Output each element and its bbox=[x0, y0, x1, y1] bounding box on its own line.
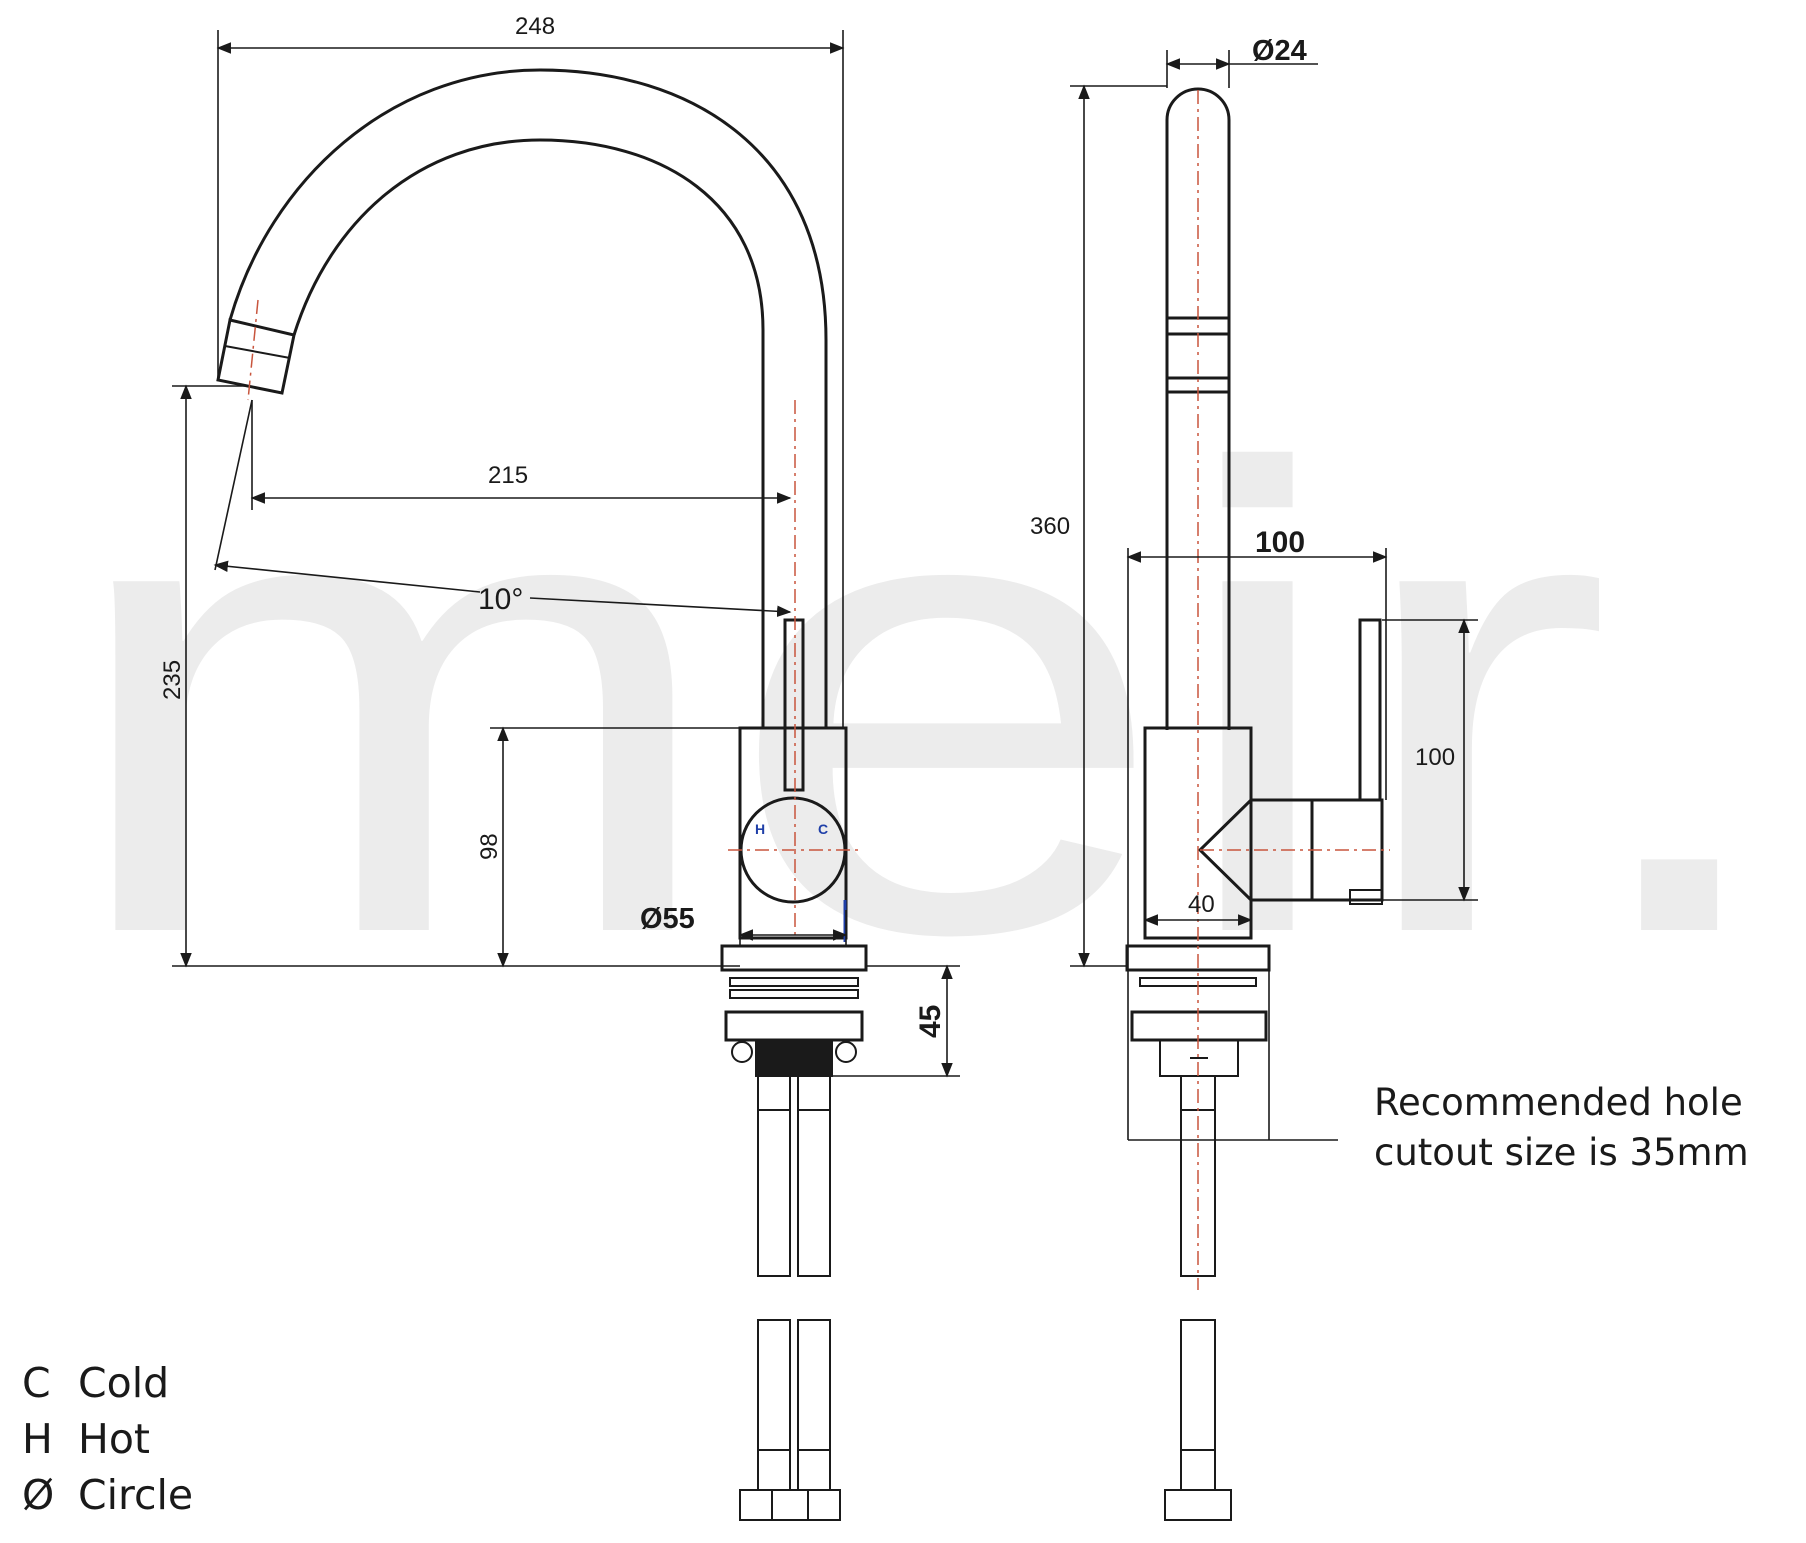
legend-key: H bbox=[22, 1415, 53, 1463]
dim-24: Ø24 bbox=[1252, 35, 1307, 67]
dim-100-projection: 100 bbox=[1255, 526, 1305, 559]
dim-248: 248 bbox=[515, 13, 555, 40]
legend: C Cold H Hot Ø Circle bbox=[22, 1355, 193, 1523]
handle-mark-hot: H bbox=[755, 821, 765, 837]
dim-235: 235 bbox=[159, 660, 186, 700]
side-view-faucet bbox=[1125, 87, 1384, 1521]
watermark: meir. bbox=[60, 333, 1790, 1070]
legend-item-cold: C Cold bbox=[22, 1355, 193, 1411]
dim-10-degrees: 10° bbox=[478, 583, 523, 616]
legend-key: C bbox=[22, 1359, 51, 1407]
front-view-faucet bbox=[216, 68, 868, 1521]
dim-215: 215 bbox=[488, 462, 528, 489]
cutout-note: Recommended hole cutout size is 35mm bbox=[1374, 1078, 1749, 1178]
cutout-note-line-2: cutout size is 35mm bbox=[1374, 1131, 1749, 1174]
dim-98: 98 bbox=[476, 833, 503, 860]
dim-360: 360 bbox=[1030, 513, 1070, 540]
legend-label: Circle bbox=[78, 1471, 194, 1519]
handle-mark-cold: C bbox=[818, 821, 828, 837]
legend-key: Ø bbox=[22, 1471, 55, 1519]
cutout-note-line-1: Recommended hole bbox=[1374, 1081, 1743, 1124]
dim-55: Ø55 bbox=[640, 903, 695, 935]
dim-45: 45 bbox=[914, 1005, 947, 1038]
legend-label: Cold bbox=[78, 1359, 170, 1407]
legend-item-circle: Ø Circle bbox=[22, 1467, 193, 1523]
legend-label: Hot bbox=[78, 1415, 150, 1463]
dim-100-height: 100 bbox=[1415, 744, 1455, 771]
legend-item-hot: H Hot bbox=[22, 1411, 193, 1467]
dim-40: 40 bbox=[1188, 891, 1215, 918]
